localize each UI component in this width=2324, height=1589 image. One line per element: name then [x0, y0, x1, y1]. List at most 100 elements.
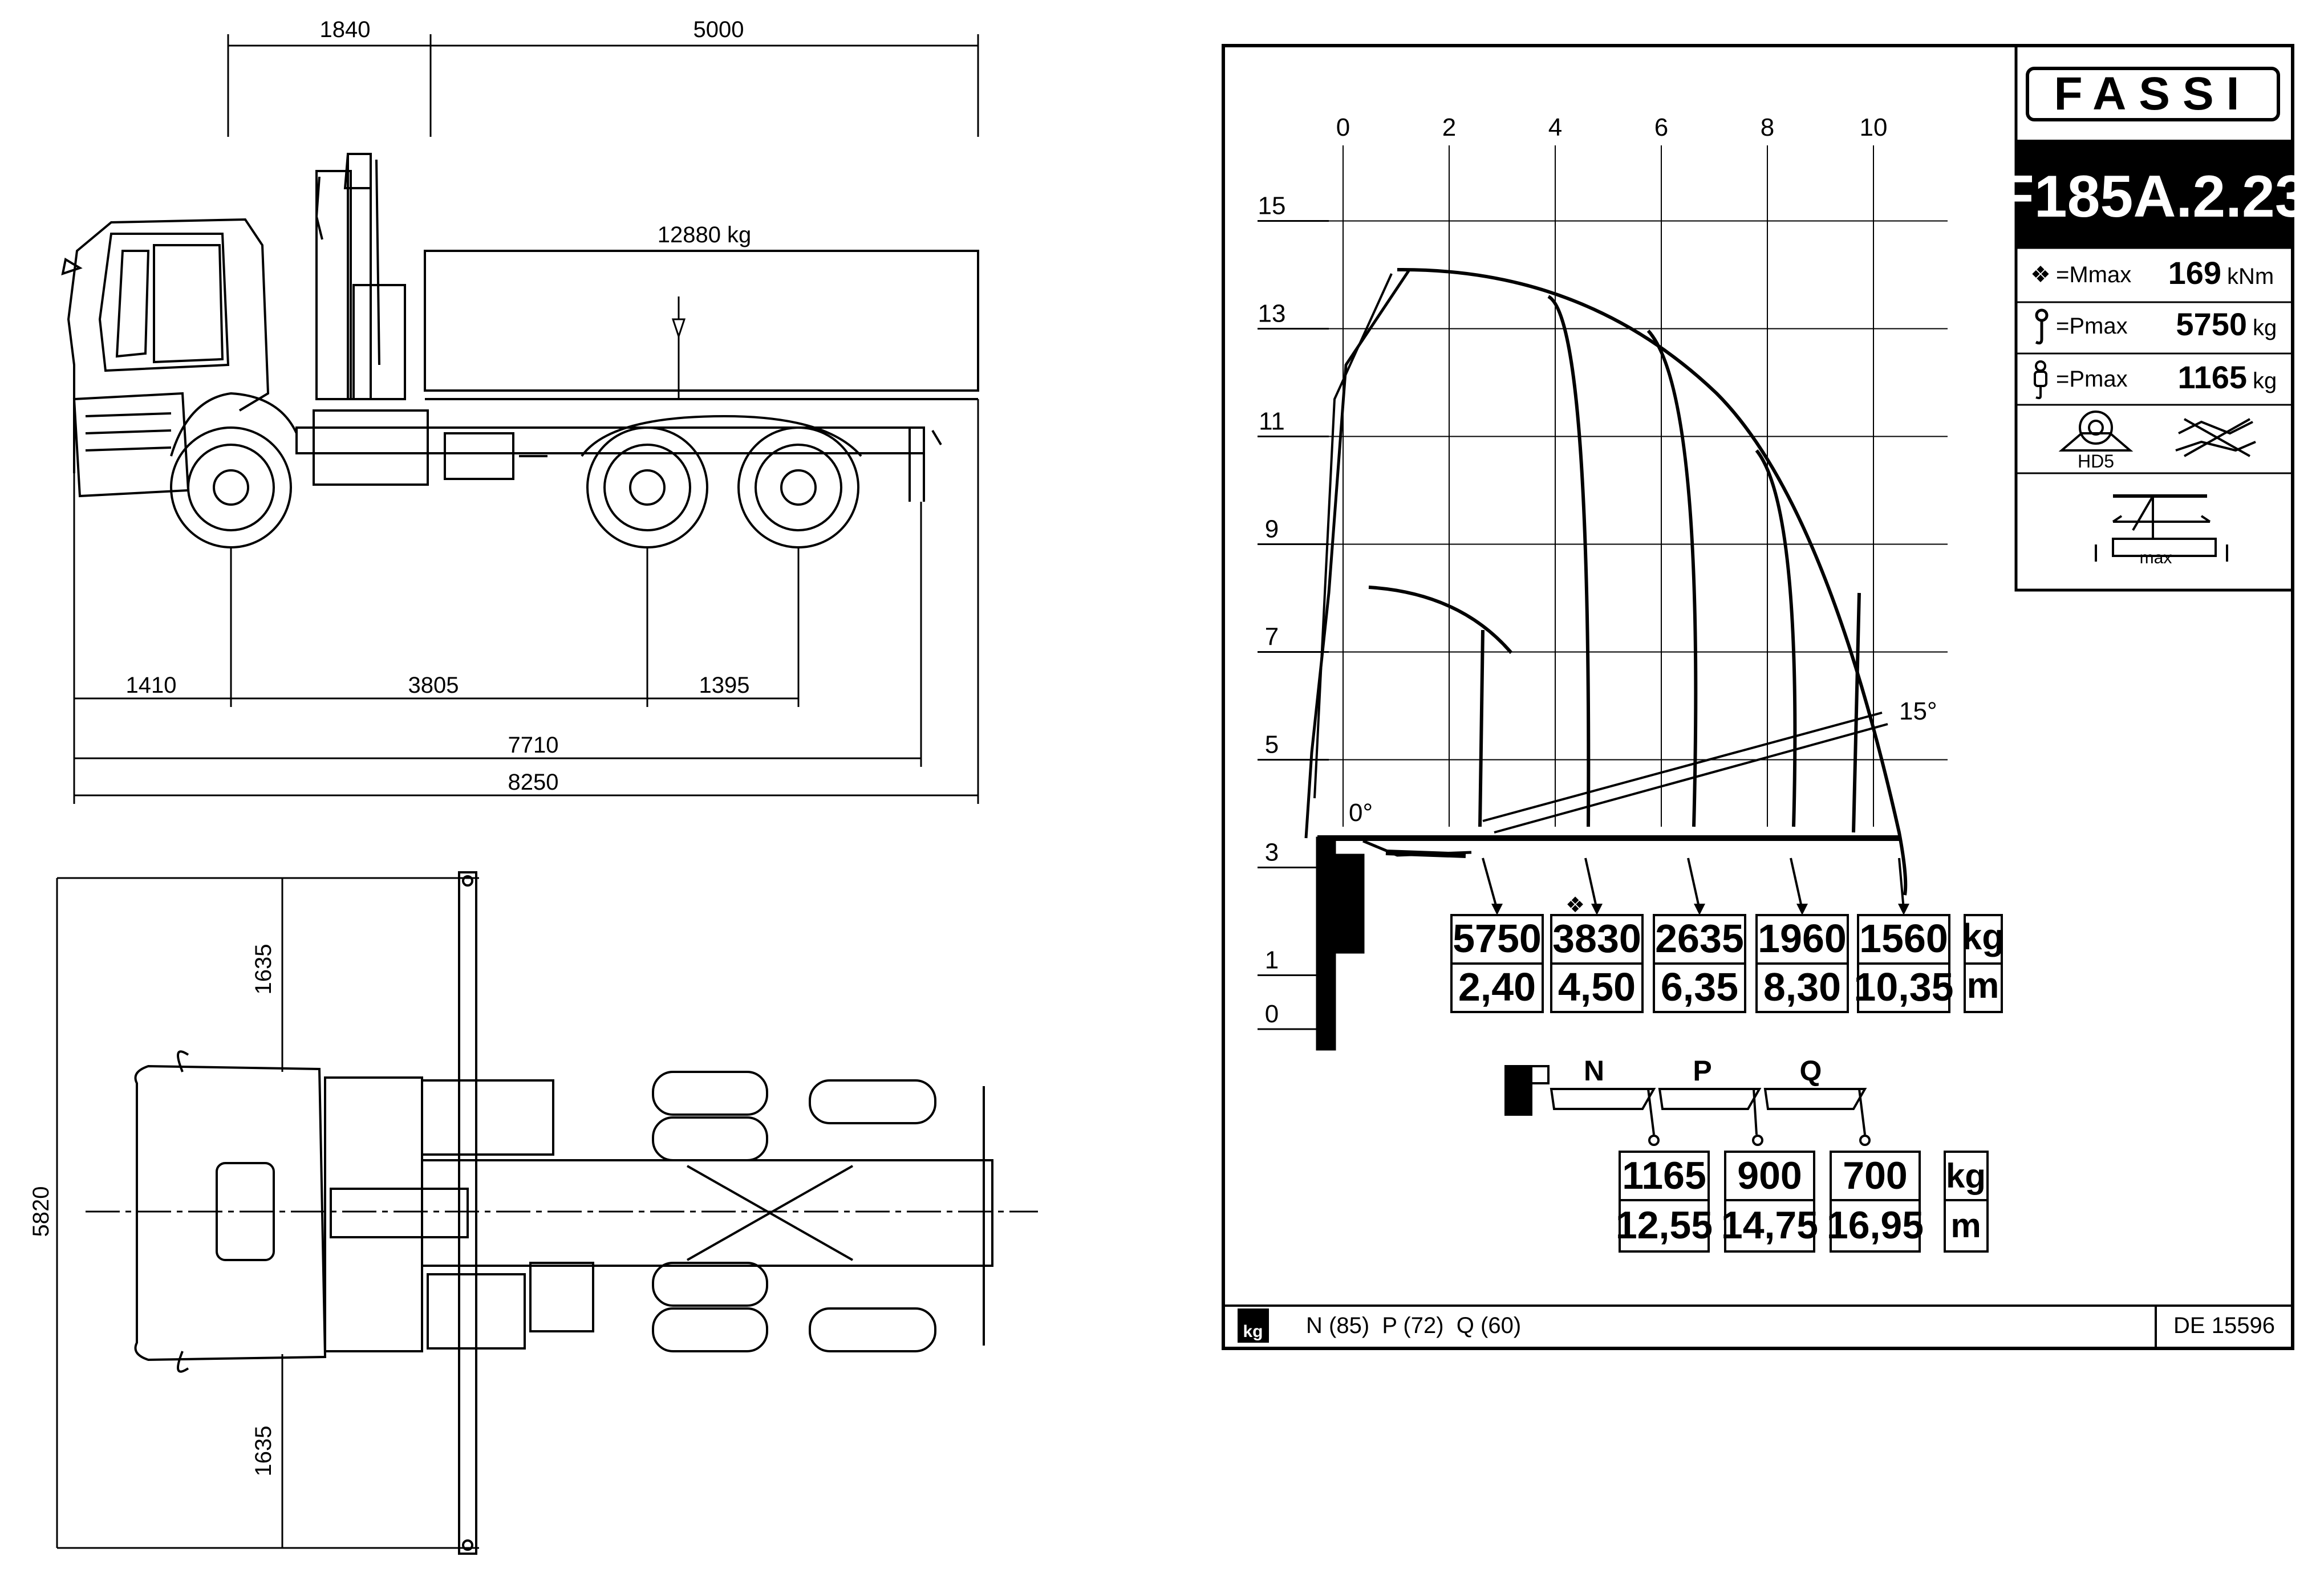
y-tick-9: 9 — [1265, 515, 1279, 543]
x-tick-6: 6 — [1654, 113, 1668, 141]
reach-value-1: 4,50 — [1558, 965, 1636, 1009]
chassis-top — [324, 1076, 993, 1352]
winch-drum-icon — [2058, 411, 2134, 452]
angle-0: 0° — [1349, 799, 1373, 827]
x-tick-2: 2 — [1442, 113, 1456, 141]
dim-top-1840: 1840 — [320, 17, 371, 42]
hd-label: HD5 — [2078, 451, 2114, 472]
chart-grid — [1329, 145, 1948, 827]
mmax-unit: kNm — [2227, 264, 2274, 289]
ext-label-0: N — [1584, 1055, 1604, 1087]
ext-label-2: Q — [1800, 1055, 1822, 1087]
footer-weights: N (85) P (72) Q (60) — [1306, 1313, 1521, 1338]
ext-reach-2: 16,95 — [1827, 1204, 1924, 1247]
load-arrow-2 — [1687, 858, 1701, 910]
outrigger-bar — [458, 871, 477, 1555]
x-axis-ticks: 0 2 4 6 8 10 — [1336, 113, 1888, 141]
mmax-marker-icon: ❖ — [1565, 893, 1585, 917]
truck-top-view: 1635 1635 5820 — [29, 871, 1038, 1555]
truck-side-view: 1840 5000 — [61, 17, 979, 804]
stabilizer-icon — [2095, 494, 2228, 562]
load-value-1: 3830 — [1552, 916, 1641, 961]
truck-body — [295, 250, 979, 502]
load-arrowhead-3 — [1796, 904, 1808, 915]
model-banner — [2016, 140, 2293, 248]
dim-5820: 5820 — [29, 1186, 54, 1237]
x-tick-4: 4 — [1548, 113, 1562, 141]
load-arrow — [671, 296, 686, 399]
angle-15: 15° — [1899, 697, 1937, 725]
load-value-4: 1560 — [1859, 916, 1948, 961]
ext-box-2 — [1830, 1151, 1921, 1253]
weight-icon — [1238, 1308, 1269, 1343]
pmax-value: 5750 — [2176, 306, 2247, 342]
ext-label-1: P — [1693, 1055, 1711, 1087]
crane-load-chart: FASSI F185A.2.23 ❖ =Mmax 169 kNm =Pmax 5… — [1222, 44, 2308, 1350]
load-arrowhead-2 — [1694, 904, 1705, 915]
load-arrow-4 — [1898, 858, 1905, 910]
pmax2-label: =Pmax — [2056, 367, 2128, 392]
dim-3805: 3805 — [408, 673, 459, 698]
crane-column-side — [315, 153, 406, 400]
y-tick-1: 1 — [1265, 946, 1279, 974]
load-value-0: 5750 — [1453, 916, 1542, 961]
dim-7710: 7710 — [508, 733, 559, 758]
crossed-winch-icon — [2175, 418, 2256, 457]
pmax-unit: kg — [2253, 315, 2277, 340]
unit-m: m — [1967, 965, 1999, 1006]
weight-icon-label: kg — [1243, 1322, 1263, 1341]
y-tick-11: 11 — [1259, 408, 1285, 436]
ext-unit-m: m — [1950, 1206, 1981, 1245]
reach-value-3: 8,30 — [1763, 965, 1841, 1009]
winch-hook-icon — [2034, 360, 2047, 400]
cab-top — [134, 1050, 327, 1373]
front-wheel — [170, 392, 298, 548]
brand-logo-box — [2026, 67, 2280, 121]
ext-reach-0: 12,55 — [1616, 1204, 1713, 1247]
pmax2-unit: kg — [2253, 368, 2277, 393]
load-arrow-3 — [1790, 858, 1803, 910]
pmax-label: =Pmax — [2056, 314, 2128, 339]
dim-8250: 8250 — [508, 770, 559, 795]
x-tick-0: 0 — [1336, 113, 1350, 141]
x-tick-8: 8 — [1761, 113, 1774, 141]
mmax-label: =Mmax — [2056, 262, 2131, 287]
pmax2-value: 1165 — [2178, 359, 2248, 395]
max-label: max — [2140, 548, 2172, 567]
reach-value-4: 10,35 — [1853, 965, 1953, 1009]
dim-1635-upper: 1635 — [251, 944, 276, 995]
reach-value-2: 6,35 — [1661, 965, 1738, 1009]
ext-unit-kg: kg — [1946, 1157, 1986, 1195]
x-tick-10: 10 — [1860, 113, 1888, 141]
load-arrow-1 — [1584, 858, 1598, 910]
load-arrowhead-4 — [1898, 904, 1909, 915]
y-tick-5: 5 — [1265, 731, 1279, 759]
truck-cab — [61, 218, 270, 498]
ext-box-1 — [1724, 1151, 1815, 1253]
brand-logo: FASSI — [2054, 68, 2252, 120]
dim-1410: 1410 — [126, 673, 177, 698]
load-label: 12880 kg — [658, 222, 752, 247]
load-value-2: 2635 — [1655, 916, 1744, 961]
load-arrow-0 — [1482, 858, 1498, 910]
document-code: DE 15596 — [2173, 1313, 2275, 1338]
unit-kg: kg — [1962, 916, 2005, 957]
load-arrowhead-1 — [1591, 904, 1603, 915]
load-arrowhead-0 — [1491, 904, 1503, 915]
rear-wheels — [581, 414, 862, 548]
load-value-3: 1960 — [1758, 916, 1847, 961]
extension-jibs — [1504, 1065, 1871, 1146]
y-tick-3: 3 — [1265, 839, 1279, 867]
dim-1635-lower: 1635 — [251, 1426, 276, 1477]
ext-load-0: 1165 — [1622, 1154, 1706, 1197]
hook-icon — [2035, 308, 2049, 345]
mmax-icon: ❖ — [2030, 262, 2051, 287]
y-tick-15: 15 — [1258, 192, 1286, 220]
crane-envelope — [1304, 267, 1908, 896]
reach-value-0: 2,40 — [1458, 965, 1536, 1009]
